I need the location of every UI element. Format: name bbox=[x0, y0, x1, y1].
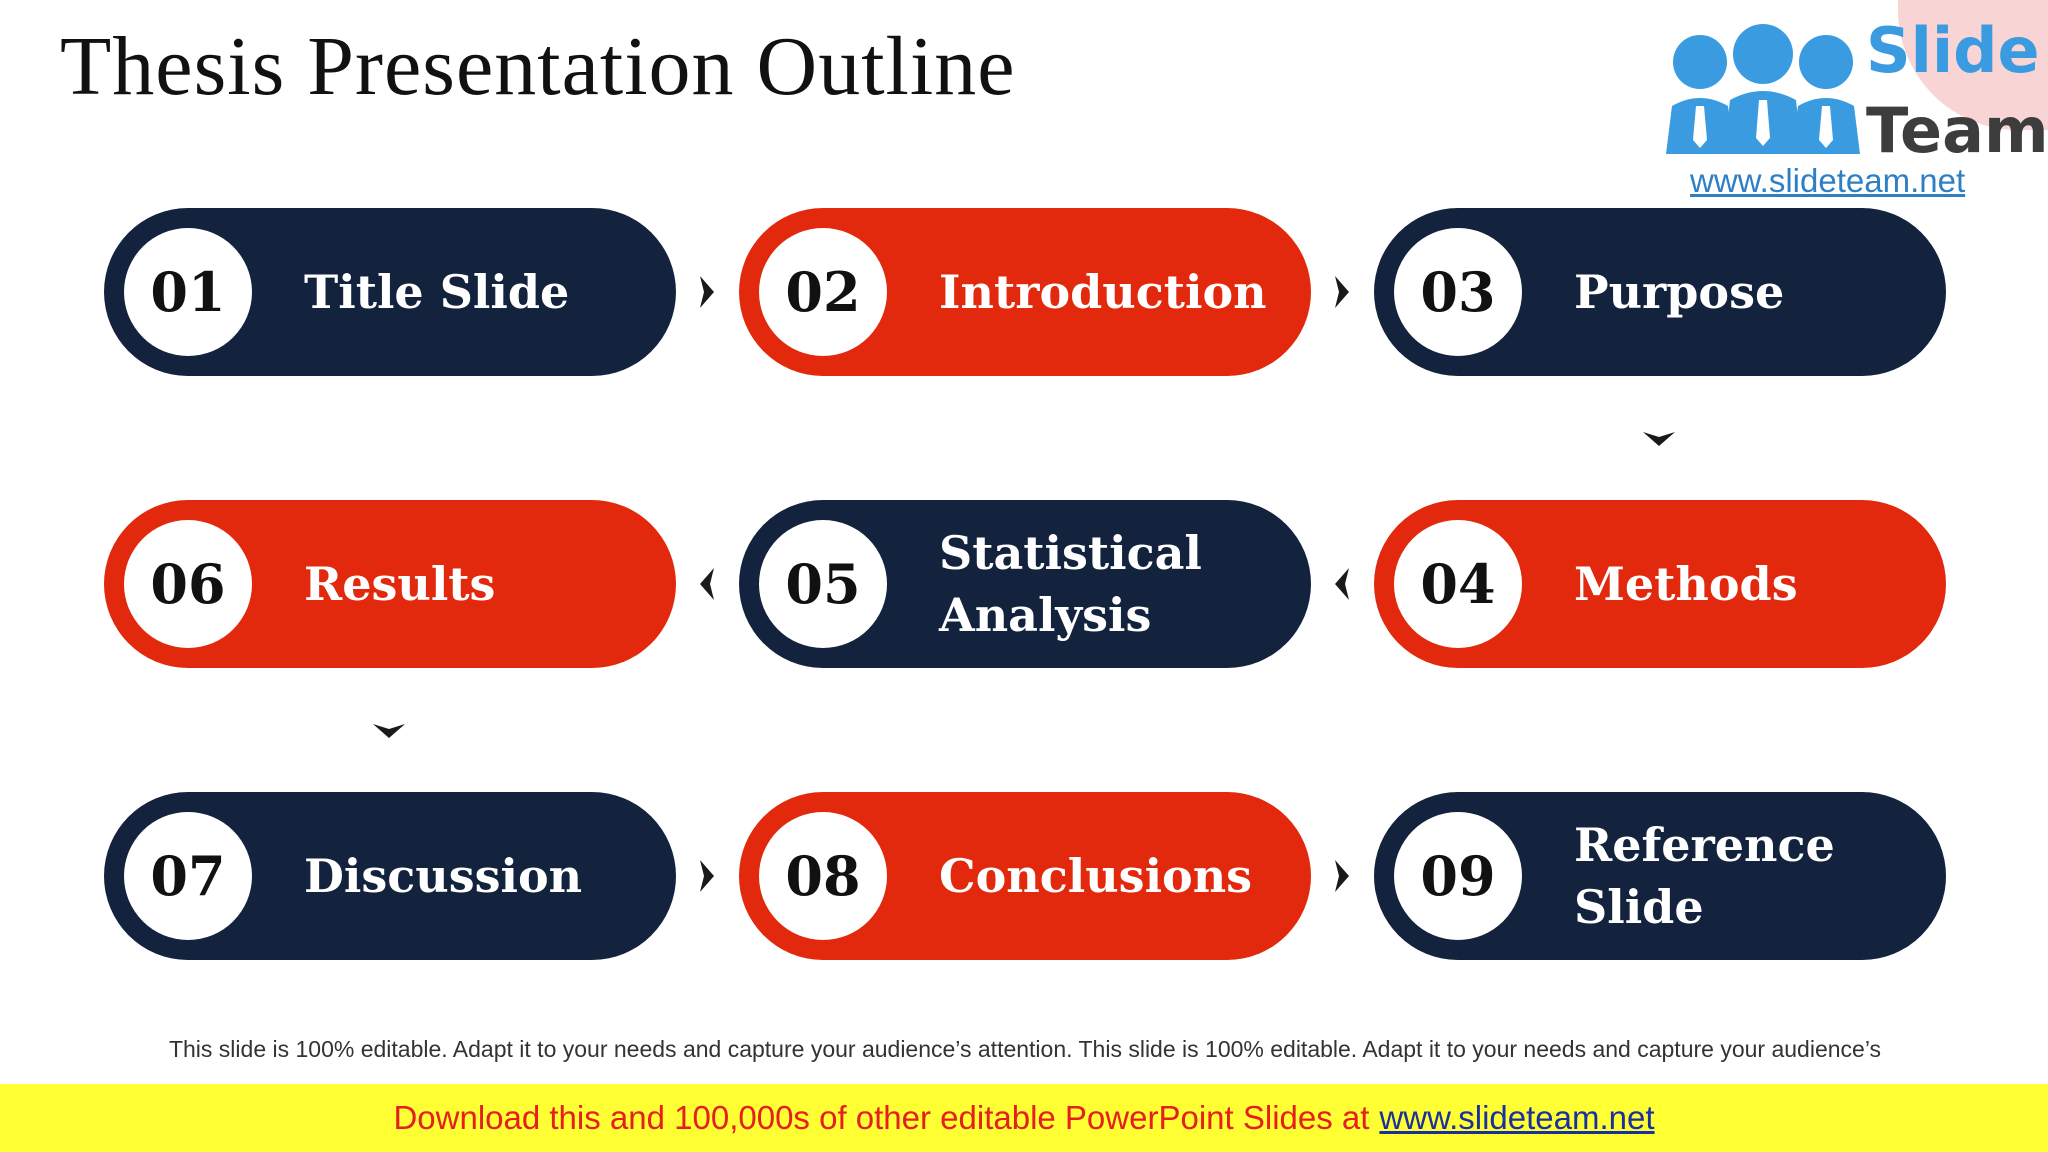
banner-text: Download this and 100,000s of other edit… bbox=[393, 1099, 1370, 1136]
step-pill-09: 09 Reference Slide bbox=[1374, 792, 1946, 960]
step-number: 03 bbox=[1420, 260, 1496, 324]
logo-url-link[interactable]: www.slideteam.net bbox=[1690, 162, 1966, 199]
step-number-circle: 03 bbox=[1394, 228, 1522, 356]
logo-word-slide: Slide bbox=[1866, 14, 2040, 87]
chevron-right-icon bbox=[1335, 860, 1349, 892]
step-label: Discussion bbox=[304, 849, 583, 903]
step-number: 09 bbox=[1420, 844, 1496, 908]
slide-footnote: This slide is 100% editable. Adapt it to… bbox=[168, 1036, 1882, 1082]
step-number: 05 bbox=[785, 552, 861, 616]
step-number-circle: 04 bbox=[1394, 520, 1522, 648]
chevron-right-icon bbox=[700, 860, 714, 892]
step-number-circle: 06 bbox=[124, 520, 252, 648]
chevron-left-icon bbox=[700, 568, 714, 600]
step-number-circle: 05 bbox=[759, 520, 887, 648]
chevron-right-icon bbox=[1335, 276, 1349, 308]
step-number: 08 bbox=[785, 844, 861, 908]
step-number-circle: 09 bbox=[1394, 812, 1522, 940]
step-label: Reference Slide bbox=[1574, 818, 1835, 934]
step-number: 07 bbox=[150, 844, 226, 908]
step-pill-03: 03 Purpose bbox=[1374, 208, 1946, 376]
download-banner[interactable]: Download this and 100,000s of other edit… bbox=[0, 1084, 2048, 1152]
slide-title: Thesis Presentation Outline bbox=[60, 20, 1016, 113]
step-number-circle: 08 bbox=[759, 812, 887, 940]
step-label: Methods bbox=[1574, 557, 1798, 611]
step-label: Conclusions bbox=[939, 849, 1253, 903]
step-pill-01: 01 Title Slide bbox=[104, 208, 676, 376]
step-number: 02 bbox=[785, 260, 861, 324]
step-pill-08: 08 Conclusions bbox=[739, 792, 1311, 960]
slideteam-logo[interactable]: Slide Team www.slideteam.net bbox=[1640, 0, 2048, 200]
chevron-left-icon bbox=[1335, 568, 1349, 600]
logo-word-team: Team bbox=[1866, 94, 2048, 167]
chevron-right-icon bbox=[700, 276, 714, 308]
step-label: Introduction bbox=[939, 265, 1267, 319]
step-label: Title Slide bbox=[304, 265, 570, 319]
chevron-down-icon bbox=[373, 724, 405, 738]
step-number: 06 bbox=[150, 552, 226, 616]
step-label: Purpose bbox=[1574, 265, 1785, 319]
banner-link[interactable]: www.slideteam.net bbox=[1379, 1099, 1655, 1136]
step-pill-05: 05 Statistical Analysis bbox=[739, 500, 1311, 668]
step-number-circle: 07 bbox=[124, 812, 252, 940]
step-pill-06: 06 Results bbox=[104, 500, 676, 668]
step-label: Results bbox=[304, 557, 496, 611]
step-pill-04: 04 Methods bbox=[1374, 500, 1946, 668]
chevron-down-icon bbox=[1643, 432, 1675, 446]
step-pill-07: 07 Discussion bbox=[104, 792, 676, 960]
step-number-circle: 01 bbox=[124, 228, 252, 356]
step-number: 04 bbox=[1420, 552, 1496, 616]
step-number-circle: 02 bbox=[759, 228, 887, 356]
step-label: Statistical Analysis bbox=[939, 526, 1202, 642]
step-pill-02: 02 Introduction bbox=[739, 208, 1311, 376]
team-people-icon bbox=[1666, 24, 1860, 154]
step-number: 01 bbox=[150, 260, 226, 324]
